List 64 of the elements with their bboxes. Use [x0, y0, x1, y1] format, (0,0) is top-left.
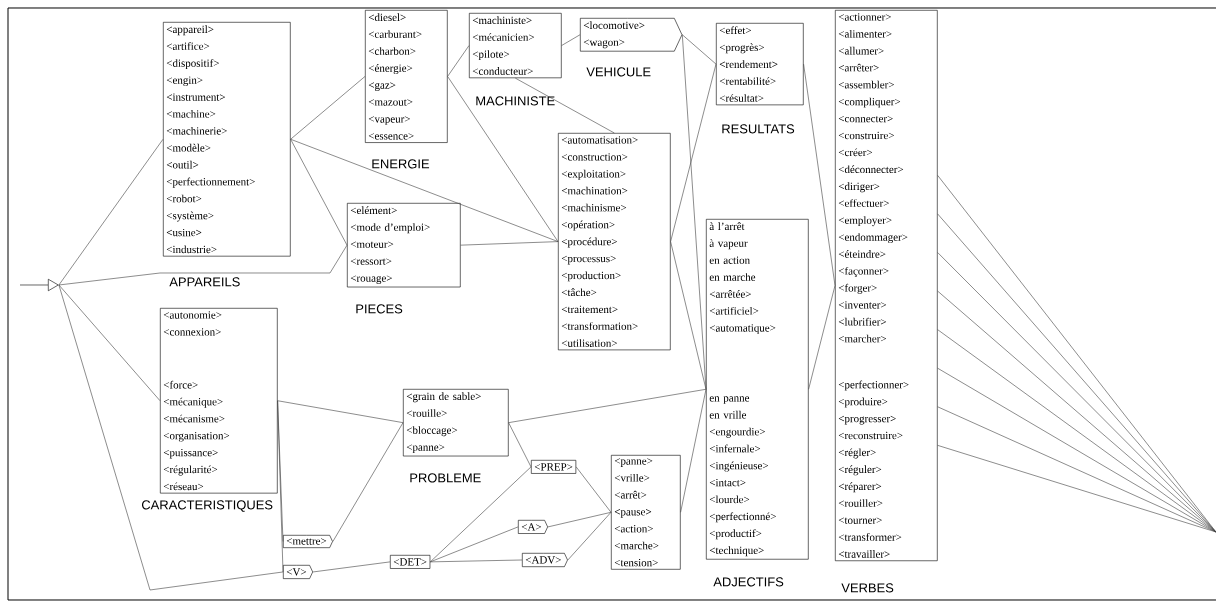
connector-line [290, 138, 559, 242]
connector-line [447, 76, 559, 242]
connector-line [670, 241, 707, 390]
connector-line [277, 400, 404, 423]
connector-line [429, 559, 523, 563]
category-label: VEHICULE [586, 67, 651, 77]
connector-line [447, 45, 470, 77]
category-label: ENERGIE [372, 159, 430, 169]
connector-line [937, 329, 1216, 533]
connector-line [680, 388, 707, 513]
connector-line [937, 445, 1216, 533]
connector-line [803, 63, 836, 286]
list-box: <effet> <progrès> <rendement> <rentabilité> <résultat> [716, 23, 804, 106]
connector-line [277, 400, 284, 573]
connector-line [332, 422, 404, 542]
connector-line [808, 285, 836, 390]
token-box: <DET> [390, 555, 431, 569]
token-box: <mettre> [283, 535, 333, 548]
list-box: <autonomie> <connexion> <force> <mécanique> <mécanisme> <organisation> <puissance> <régularité> <réseau> [160, 308, 278, 494]
list-box: <locomotive> <wagon> [580, 18, 683, 52]
token-box: <PREP> [531, 460, 577, 474]
list-box: <panne> <vrille> <arrêt> <pause> <action> <marche> <tension> [611, 455, 681, 570]
category-label: PROBLEME [410, 473, 481, 483]
connector-line [561, 34, 581, 46]
list-box: <diesel> <carburant> <charbon> <énergie> <gaz> <mazout> <vapeur> <essence> [365, 10, 448, 143]
initial-state-symbol [19, 278, 59, 292]
connector-line [290, 138, 348, 246]
connector-line [58, 284, 161, 402]
category-label: CARACTERISTIQUES [141, 500, 273, 512]
token-box: <A> [518, 520, 548, 534]
category-label: ADJECTIFS [713, 577, 784, 587]
connector-line [460, 241, 559, 246]
connector-line [547, 512, 612, 528]
category-label: VERBES [841, 583, 894, 593]
connector-line [567, 512, 612, 561]
list-box: <actionner> <alimenter> <allumer> <arrêter> <assembler> <compliquer> <connecter> <construire> <créer> <déconnecter> <diriger> <effectuer> <employer> <endommager> <éteindre> <façonner> <forger> <inventer> <lubrifier> <marcher> <perfectionner> <produire> <progresser> <reconstruire> <régler> <réguler> <réparer> <rouiller> <tourner> <transformer> <travailler> [835, 10, 938, 562]
connector-line [670, 63, 717, 242]
connector-line [937, 406, 1216, 533]
connector-line [429, 526, 519, 563]
category-label: RESULTATS [722, 124, 795, 134]
category-label: MACHINISTE [476, 96, 555, 106]
connector-line [575, 466, 612, 513]
connector-line [508, 422, 532, 468]
connector-line [937, 367, 1216, 533]
list-box: <elément> <mode d’emploi> <moteur> <ressort> <rouage> [347, 203, 461, 288]
connector-line [290, 76, 366, 140]
connector-line [515, 77, 615, 134]
list-box: <grain de sable> <rouille> <bloccage> <panne> [403, 389, 509, 457]
token-box: <ADV> [522, 553, 568, 567]
connector-line [58, 138, 164, 286]
connector-line [58, 284, 284, 591]
connector-line [429, 466, 532, 563]
connector-line [508, 388, 707, 423]
list-box: <machiniste> <mécanicien> <pilote> <conducteur> [469, 13, 562, 79]
list-box: <appareil> <artifice> <dispositif> <engin> <instrument> <machine> <machinerie> <modèle> <outil> <perfectionnement> <robot> <système> <usine> <industrie> [163, 22, 291, 257]
token-box: <V> [283, 565, 313, 579]
category-label: APPAREILS [169, 277, 240, 287]
connector-line [312, 561, 391, 573]
list-box: <automatisation> <construction> <exploitation> <machination> <machinisme> <opération> <procédure> <processus> <production> <tâche> <traitement> <transformation> <utilisation> [558, 133, 671, 351]
list-box: à l’arrêt à vapeur en action en marche <arrêtée> <artificiel> <automatique> en panne en vrille <engourdie> <infernale> <ingénieuse> <intact> <lourde> <perfectionné> <productif> <technique> [706, 219, 809, 560]
connector-line [682, 34, 717, 65]
connector-line [58, 244, 348, 286]
category-label: PIECES [356, 304, 403, 314]
connector-line [682, 34, 707, 390]
